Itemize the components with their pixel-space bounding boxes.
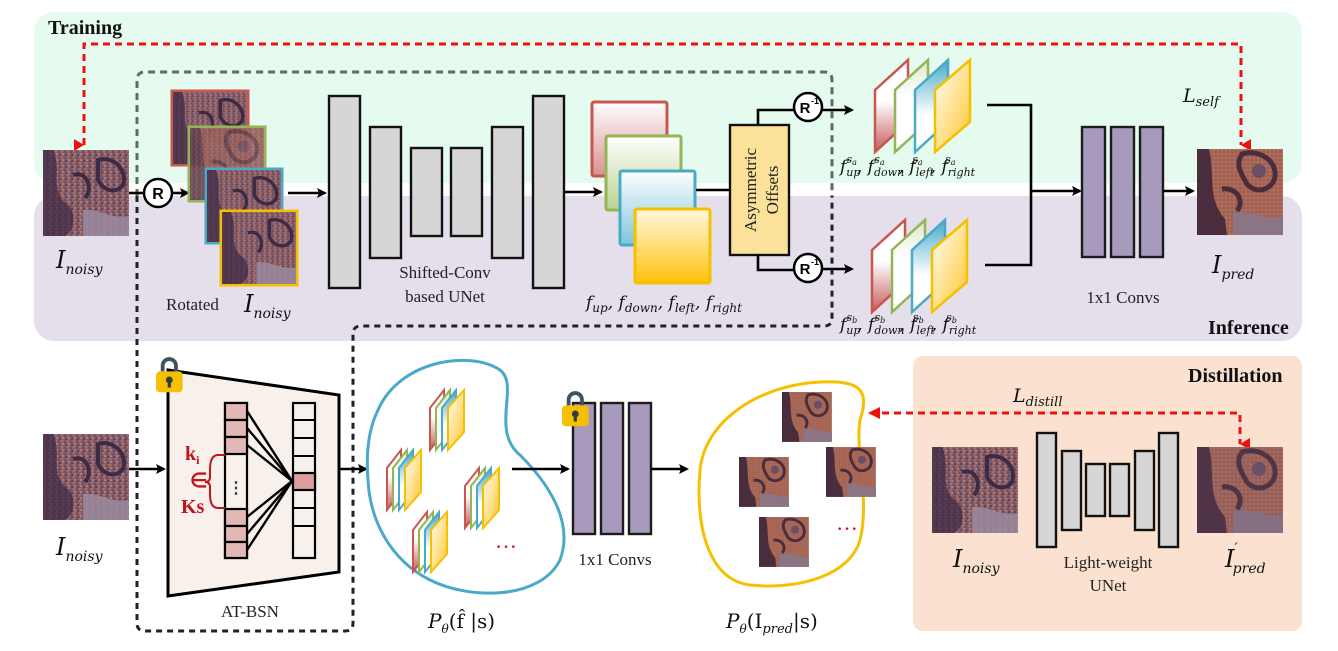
conv1x1-label-top: 1x1 Convs — [1086, 288, 1159, 307]
predicted-output-label: Ipred — [1211, 251, 1254, 283]
branch-b-label: fupsb, fdownsb, fleftsb, frightsb — [838, 311, 977, 337]
rotate-op-icon: R — [142, 177, 174, 209]
prediction-sample-1 — [780, 390, 834, 444]
svg-text:Ks: Ks — [181, 496, 205, 518]
lightweight-unet-label-line1: Light-weight — [1064, 553, 1153, 572]
svg-text:-1: -1 — [811, 257, 819, 267]
noisy-input-image — [41, 148, 131, 238]
self-loss-path — [74, 42, 1251, 151]
distill-noisy-label: Inoisy — [952, 545, 1001, 577]
distill-pred-label: I′pred — [1224, 541, 1266, 577]
kernel-connections — [245, 410, 294, 551]
atbsn-network: ⋮ ki ∈ Ks — [166, 368, 341, 598]
distill-noisy-image — [930, 445, 1020, 535]
output-cell-column — [291, 401, 317, 560]
connector-line — [756, 255, 794, 272]
svg-text:R: R — [800, 261, 811, 278]
branch-a-label: fupsa, fdownsa, fleftsa, frightsa — [838, 153, 976, 179]
atbsn-scope-frame-bottom — [135, 196, 834, 633]
features-label: fup, fdown, fleft, fright — [584, 293, 742, 315]
noisy-input-label: Inoisy — [55, 246, 104, 278]
inverse-rotate-op-icon-b: R -1 — [792, 252, 824, 284]
conv1x1-blocks-bottom — [571, 401, 653, 536]
distill-pred-image — [1197, 447, 1283, 533]
svg-text:Asymmetric: Asymmetric — [741, 148, 760, 232]
predicted-output-image — [1197, 149, 1283, 235]
self-loss-label: Lself — [1182, 85, 1221, 110]
inverse-rotate-op-icon-a: R -1 — [792, 91, 824, 123]
merge-connector — [985, 103, 1033, 267]
shifted-conv-unet — [327, 94, 566, 290]
branch-a-features — [873, 57, 972, 155]
asymmetric-offsets-block: Asymmetric Offsets — [728, 123, 791, 257]
unet-label-line1: Shifted-Conv — [399, 263, 491, 282]
atbsn-label: AT-BSN — [221, 602, 279, 621]
svg-text:R: R — [800, 100, 811, 117]
directional-features-stack — [590, 100, 712, 285]
svg-text:⋮: ⋮ — [228, 480, 244, 497]
lock-icon — [560, 391, 591, 429]
svg-text:Offsets: Offsets — [763, 166, 782, 215]
noisy-input-label-bottom: Inoisy — [55, 533, 104, 565]
prediction-sample-3 — [824, 445, 878, 499]
training-title: Training — [48, 17, 122, 39]
feature-ellipsis: ··· — [495, 534, 517, 559]
unet-label-line2: based UNet — [405, 287, 485, 306]
prediction-ellipsis: ··· — [836, 516, 858, 541]
prediction-distribution-label: Pθ(Ipred|s) — [725, 609, 818, 637]
svg-text:ki: ki — [185, 443, 200, 467]
distillation-title: Distillation — [1188, 365, 1282, 387]
atbsn-scope-frame-top — [135, 70, 834, 196]
lock-icon — [154, 357, 185, 395]
lightweight-unet — [1035, 431, 1180, 549]
inference-title: Inference — [1208, 317, 1289, 339]
connector-line — [756, 108, 794, 125]
prediction-sample-2 — [737, 455, 791, 509]
conv1x1-label-bottom: 1x1 Convs — [578, 550, 651, 569]
prediction-sample-4 — [757, 515, 811, 569]
branch-b-features — [870, 217, 969, 315]
rotated-label: Rotated — [166, 295, 219, 314]
svg-text:∈: ∈ — [190, 470, 207, 492]
distill-loss-path — [868, 407, 1250, 450]
svg-text:R: R — [152, 186, 164, 203]
conv1x1-blocks-top — [1080, 125, 1165, 259]
svg-text:-1: -1 — [811, 96, 819, 106]
distill-loss-label: Ldistill — [1012, 385, 1062, 410]
feature-distribution-label: Pθ(f̂ |s) — [427, 609, 495, 636]
input-kernel-column: ⋮ — [223, 401, 249, 560]
rotated-math-label: Inoisy — [243, 290, 292, 322]
lightweight-unet-label-line2: UNet — [1090, 576, 1127, 595]
kernel-set-label: ki ∈ Ks — [181, 443, 225, 518]
noisy-input-image-bottom — [41, 432, 131, 522]
rotated-images-stack — [170, 89, 299, 287]
